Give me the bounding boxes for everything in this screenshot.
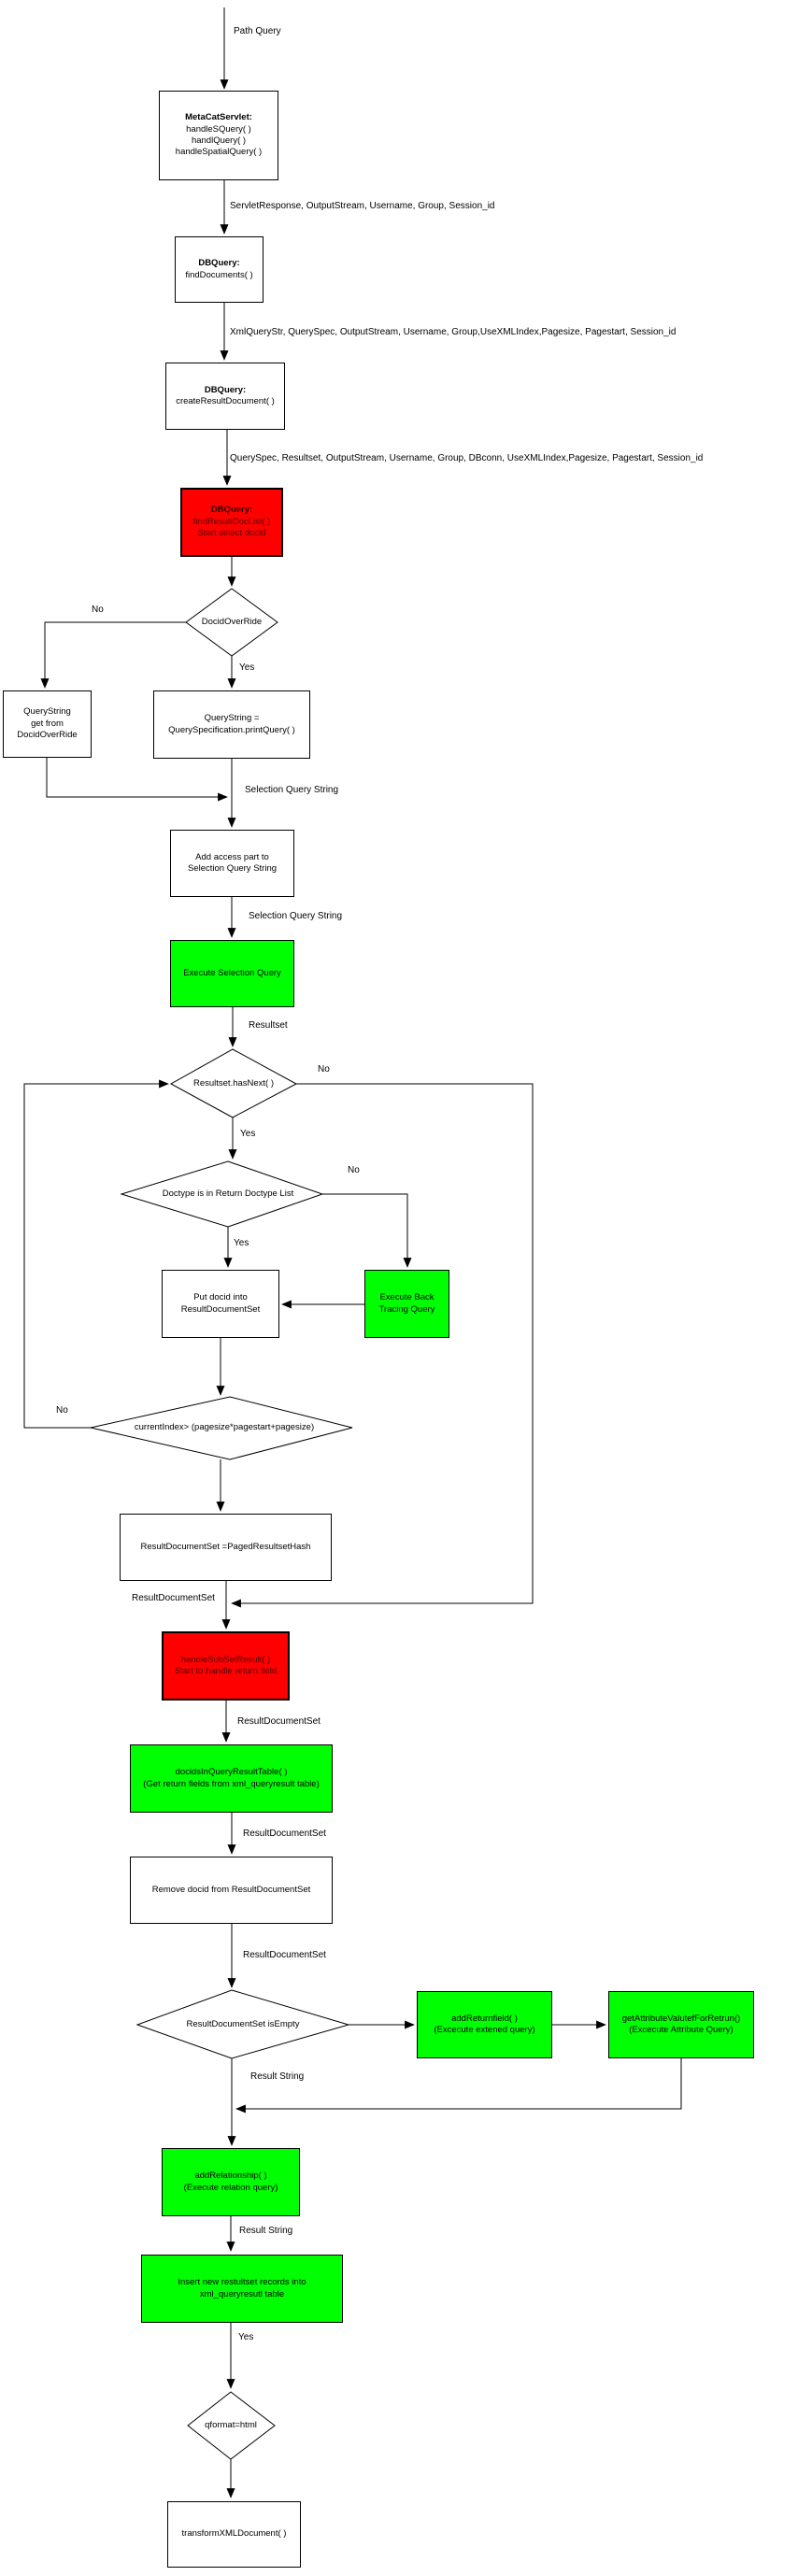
node-remove-docid: Remove docid from ResultDocumentSet — [130, 1857, 333, 1924]
node-line: DocidOverRide — [17, 730, 78, 741]
node-line: (Execute relation query) — [183, 2182, 278, 2193]
decision-currentindex-label: currentIndex> (pagesize*pagestart+pagesi… — [134, 1422, 315, 1432]
edge-label-currentindex-no: No — [56, 1405, 68, 1416]
node-insert-new-resultset: Insert new restultset records into xml_q… — [141, 2255, 343, 2323]
node-line: addReturnfield( ) — [451, 2013, 518, 2024]
node-line: Tracing Query — [378, 1303, 435, 1315]
edge-label-docidoverride-no: No — [92, 605, 104, 615]
node-put-docid: Put docid into ResultDocumentSet — [162, 1270, 279, 1338]
node-add-relationship: addRelationship( ) (Execute relation que… — [162, 2148, 300, 2216]
node-line: getAttributeValutefForRetrun() — [621, 2013, 741, 2024]
edge-label-qformat-yes: Yes — [238, 2332, 254, 2342]
decision-currentindex-shape — [90, 1396, 353, 1460]
node-get-attribute-values-for-return: getAttributeValutefForRetrun() (Excecute… — [608, 1991, 754, 2058]
edge-doctype-no — [322, 1193, 412, 1268]
node-dbquery-findresultdoclist: DBQuery: findResultDocList( ) Start sele… — [180, 488, 283, 557]
edge-label-resultdocumentset-3: ResultDocumentSet — [243, 1829, 326, 1839]
node-line: addRelationship( ) — [194, 2170, 267, 2182]
edge-label-doctype-yes: Yes — [234, 1238, 249, 1248]
decision-hasnext-shape — [169, 1048, 298, 1118]
decision-docidoverride-shape — [185, 588, 278, 657]
edge-label-resultset: Resultset — [249, 1020, 288, 1031]
node-line: handleSQuery( ) — [186, 123, 251, 135]
edge-label-xml-query-str: XmlQueryStr, QuerySpec, OutputStream, Us… — [230, 327, 677, 337]
node-line: Put docid into — [193, 1292, 248, 1303]
node-line: Remove docid from ResultDocumentSet — [151, 1884, 311, 1895]
node-line: (Excecute Attribute Query) — [629, 2025, 734, 2035]
node-line: ResultDocumentSet =PagedResultsetHash — [140, 1541, 311, 1552]
node-execute-back-tracing: Execute Back Tracing Query — [364, 1270, 449, 1338]
node-line: QueryString = — [204, 713, 260, 724]
node-line: handleSubSetResult( ) — [180, 1654, 271, 1665]
node-title: DBQuery: — [210, 505, 253, 516]
node-line: Selection Query String — [187, 863, 278, 874]
node-line: QuerySpecification.printQuery( ) — [168, 724, 295, 735]
edge-label-selection-query-string-2: Selection Query String — [249, 911, 343, 921]
node-dbquery-finddocuments: DBQuery: findDocuments( ) — [175, 236, 264, 303]
edge-label-docidoverride-yes: Yes — [239, 662, 255, 673]
edge-label-resultdocumentset-2: ResultDocumentSet — [237, 1716, 321, 1727]
node-paged-resultset-hash: ResultDocumentSet =PagedResultsetHash — [120, 1514, 332, 1581]
node-line: Execute Selection Query — [183, 967, 281, 978]
node-title: DBQuery: — [204, 384, 247, 395]
decision-qformat-shape — [187, 2391, 276, 2460]
decision-isempty-label: ResultDocumentSet isEmpty — [186, 2019, 300, 2029]
node-line: xml_queryresutl table — [199, 2288, 285, 2299]
edge-docidoverride-no — [40, 621, 186, 689]
edge-querystringleft-merge — [46, 758, 228, 802]
node-transform-xml-document: transformXMLDocument( ) — [167, 2501, 301, 2568]
node-line: Start to handle return field — [174, 1666, 278, 1676]
edge-label-resultdocumentset-4: ResultDocumentSet — [243, 1950, 326, 1960]
node-line: (Excecute extened query) — [434, 2025, 535, 2035]
node-handle-subset-result: handleSubSetResult( ) Start to handle re… — [162, 1631, 290, 1701]
edge-currentindex-no-loop — [23, 1079, 169, 1429]
decision-doctype-label: Doctype is in Return Doctype List — [162, 1188, 294, 1199]
node-querystring-printquery: QueryString = QuerySpecification.printQu… — [153, 690, 310, 759]
edge-label-result-string-1: Result String — [250, 2071, 305, 2082]
node-line: (Get return fields from xml_queryresult … — [143, 1778, 320, 1789]
decision-qformat-label: qformat=html — [205, 2420, 257, 2430]
node-line: Start select docid — [197, 528, 266, 539]
edge-label-servlet-response: ServletResponse, OutputStream, Username,… — [230, 201, 495, 211]
decision-hasnext-label: Resultset.hasNext( ) — [192, 1078, 275, 1089]
node-dbquery-createresultdocument: DBQuery: createResultDocument( ) — [165, 363, 285, 430]
node-add-access-part: Add access part to Selection Query Strin… — [170, 830, 294, 897]
edge-label-doctype-no: No — [348, 1165, 360, 1175]
edge-getattribute-merge — [235, 2058, 682, 2113]
node-line: findDocuments( ) — [185, 269, 253, 280]
node-line: ResultDocumentSet — [180, 1303, 261, 1315]
node-title: DBQuery: — [198, 258, 240, 269]
node-docids-in-queryresulttable: docidsInQueryResultTable( ) (Get return … — [130, 1744, 333, 1813]
edge-label-result-string-2: Result String — [239, 2226, 293, 2236]
node-add-returnfield: addReturnfield( ) (Excecute extened quer… — [417, 1991, 552, 2058]
edge-label-resultdocumentset-1: ResultDocumentSet — [132, 1593, 215, 1603]
node-line: QueryString — [23, 706, 71, 718]
node-metacat-servlet: MetaCatServlet: handleSQuery( ) handlQue… — [159, 91, 278, 180]
node-line: transformXMLDocument( ) — [181, 2528, 287, 2540]
node-line: docidsInQueryResultTable( ) — [175, 1767, 288, 1778]
decision-isempty-shape — [135, 1989, 350, 2059]
decision-doctype-shape — [120, 1160, 324, 1228]
decision-docidoverride-label: DocidOverRide — [201, 617, 263, 627]
node-querystring-from-docidoverride: QueryString get from DocidOverRide — [3, 690, 92, 758]
node-line: Execute Back — [379, 1292, 434, 1303]
edge-label-selection-query-string-1: Selection Query String — [245, 785, 339, 795]
edge-label-path-query: Path Query — [234, 26, 281, 36]
node-line: findResultDocList( ) — [192, 516, 271, 527]
node-title: MetaCatServlet: — [185, 112, 252, 123]
node-line: Insert new restultset records into — [178, 2277, 306, 2288]
node-line: Add access part to — [195, 851, 269, 862]
node-line: handlQuery( ) — [191, 135, 247, 146]
edge-hasnext-no-loop — [231, 1083, 534, 1608]
node-line: createResultDocument( ) — [176, 396, 275, 406]
node-execute-selection-query: Execute Selection Query — [170, 940, 294, 1007]
edge-label-query-spec: QuerySpec, Resultset, OutputStream, User… — [230, 453, 704, 463]
node-line: get from — [31, 718, 64, 729]
node-line: handleSpatialQuery( ) — [175, 147, 263, 158]
edge-label-hasnext-yes: Yes — [240, 1129, 256, 1139]
edge-label-hasnext-no: No — [318, 1064, 330, 1075]
